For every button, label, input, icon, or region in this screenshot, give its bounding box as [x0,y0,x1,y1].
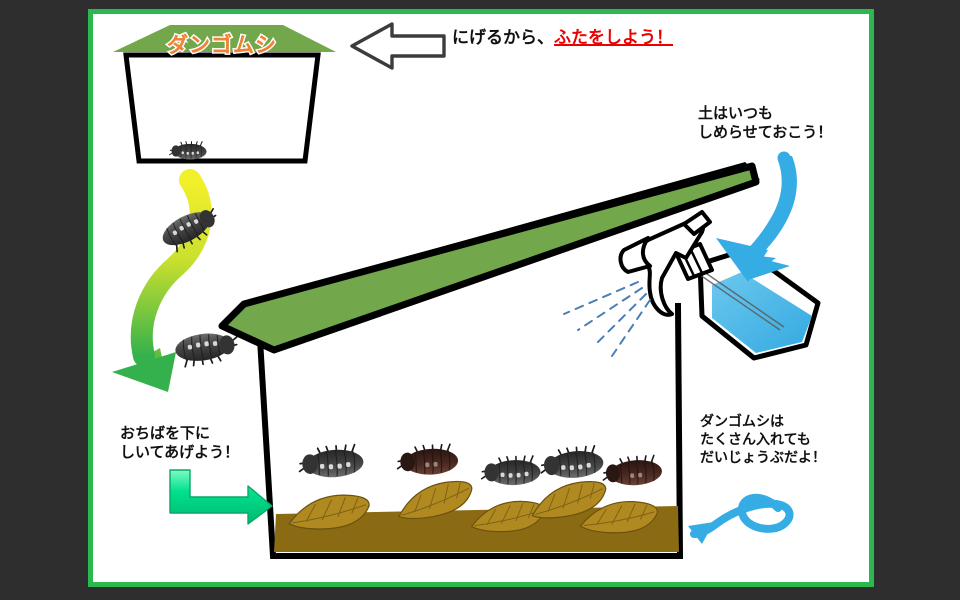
leaf-arrow [169,469,273,525]
main-container [254,302,684,559]
bottle-handle [618,236,652,274]
escape-bug-lower [172,328,241,369]
escape-arrow [112,169,212,392]
water-arrow [716,151,797,282]
lid-note-plain: にげるから、 [452,28,554,48]
spray-mist [563,281,651,357]
many-note: ダンゴムシは たくさん入れても だいじょうぶだよ！ [700,414,826,466]
small-container-label: ダンゴムシ [166,32,278,59]
small-container-lid [113,25,336,52]
main-container-lid [218,162,760,354]
lid-note-emphasis: ふたをしよう！ [554,28,673,48]
lid-note: にげるから、ふたをしよう！ [452,28,673,50]
water-note: 土はいつも しめらせておこう！ [698,104,833,142]
small-container-label-fill: ダンゴムシ [167,33,277,57]
many-arrow [688,494,794,544]
lid-arrow [350,22,446,70]
leaf-note: おちばを下に しいてあげよう！ [120,424,240,462]
small-container-body [123,52,321,164]
small-container [113,25,336,164]
bottle-nozzle [682,210,712,236]
